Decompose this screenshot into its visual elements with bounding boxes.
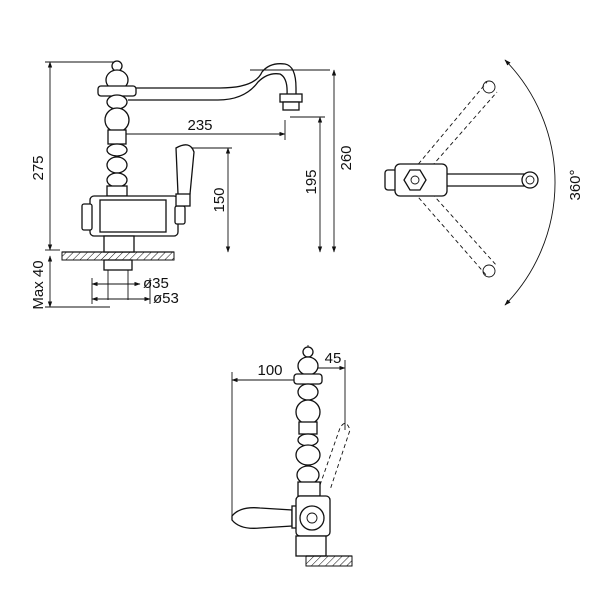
side-view: 275 Max 40 235 260 195 150 ø35 ø53 bbox=[30, 60, 355, 310]
dim-line-d53 bbox=[91, 278, 151, 304]
label-45: 45 bbox=[325, 350, 342, 367]
label-100: 100 bbox=[257, 362, 282, 379]
spout-top bbox=[439, 171, 539, 189]
body-top bbox=[384, 163, 448, 197]
top-view: 360° bbox=[384, 59, 584, 306]
label-275: 275 bbox=[30, 155, 47, 180]
label-d53: ø53 bbox=[153, 290, 179, 307]
label-max40: Max 40 bbox=[30, 260, 47, 309]
label-195: 195 bbox=[303, 169, 320, 194]
label-260: 260 bbox=[338, 145, 355, 170]
spout bbox=[128, 63, 303, 111]
label-d35: ø35 bbox=[143, 275, 169, 292]
shank bbox=[103, 259, 133, 300]
lever-handle bbox=[175, 144, 195, 207]
label-235: 235 bbox=[187, 117, 212, 134]
front-column bbox=[293, 346, 323, 497]
body-column bbox=[81, 60, 186, 253]
front-valve bbox=[295, 495, 331, 557]
front-view: 100 45 bbox=[231, 345, 353, 567]
dim-line-235 bbox=[115, 120, 286, 140]
label-150: 150 bbox=[211, 187, 228, 212]
countertop bbox=[61, 251, 175, 261]
front-lever bbox=[231, 505, 301, 529]
rotation-arc bbox=[504, 59, 556, 306]
dim-line-150 bbox=[190, 147, 232, 253]
label-360: 360° bbox=[567, 169, 584, 200]
front-countertop bbox=[305, 555, 353, 567]
